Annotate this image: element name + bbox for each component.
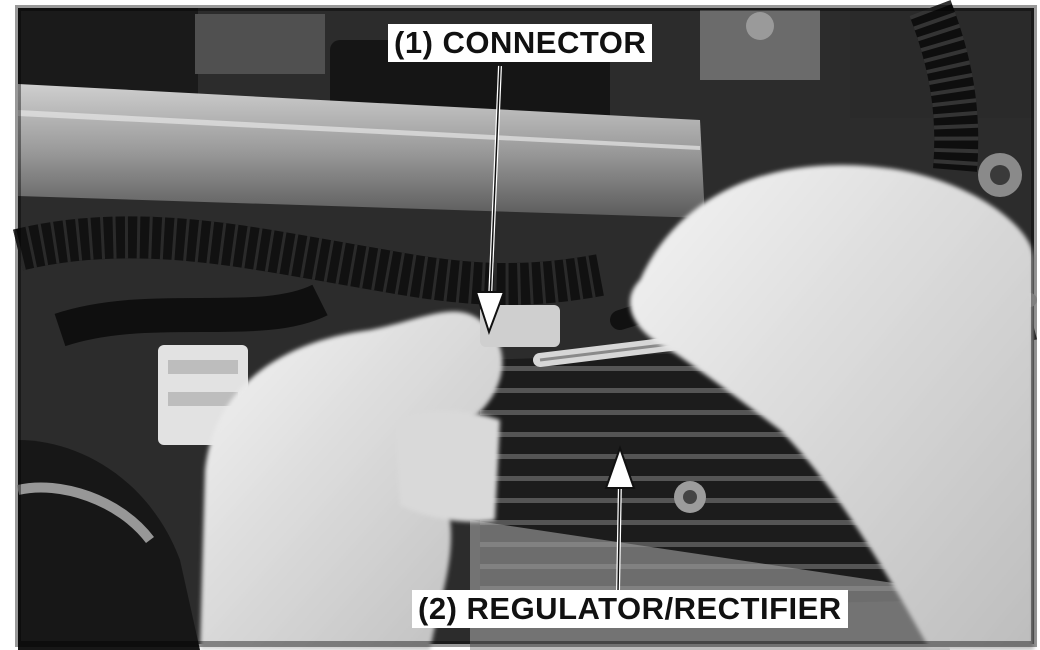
- probed-connector: [480, 305, 560, 347]
- regulator-arrow: [604, 444, 636, 593]
- connector-callout-label: (1) CONNECTOR: [388, 24, 653, 62]
- engine-part-top-left: [18, 8, 198, 98]
- left-hand: [200, 311, 503, 650]
- connector-arrow: [474, 65, 506, 336]
- right-hand: [630, 164, 1034, 650]
- frame-bar: [18, 84, 705, 218]
- regulator-rectifier-callout-label: (2) REGULATOR/RECTIFIER: [412, 590, 848, 628]
